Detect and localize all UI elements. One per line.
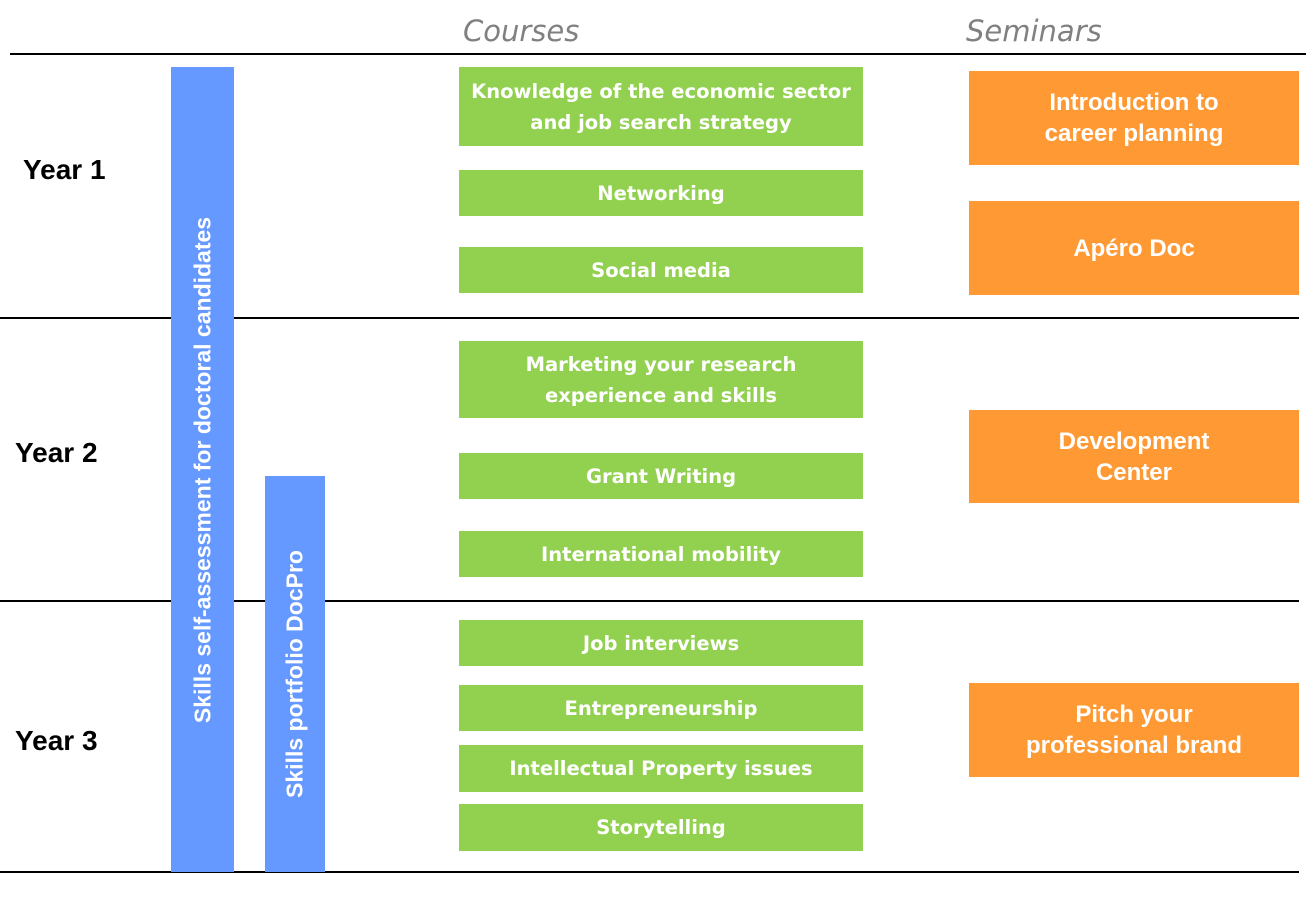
seminar-box: Pitch your professional brand — [969, 683, 1299, 777]
self-assessment-bar: Skills self-assessment for doctoral cand… — [171, 67, 234, 872]
top-divider — [10, 53, 1306, 55]
seminars-header: Seminars — [966, 14, 1102, 48]
course-box: International mobility — [459, 531, 863, 577]
year2-year3-divider — [0, 600, 1299, 602]
year-3-label: Year 3 — [15, 725, 98, 756]
bottom-divider — [0, 871, 1299, 873]
seminar-box: Apéro Doc — [969, 201, 1299, 295]
seminar-box: Introduction to career planning — [969, 71, 1299, 165]
course-box: Social media — [459, 247, 863, 293]
seminar-box: Development Center — [969, 410, 1299, 503]
portfolio-label: Skills portfolio DocPro — [281, 550, 308, 798]
courses-header: Courses — [463, 14, 580, 48]
course-box: Knowledge of the economic sector and job… — [459, 67, 863, 146]
course-box: Marketing your research experience and s… — [459, 341, 863, 418]
portfolio-bar: Skills portfolio DocPro — [265, 476, 325, 872]
course-box: Grant Writing — [459, 453, 863, 499]
year-1-label: Year 1 — [23, 154, 106, 185]
year-2-label: Year 2 — [15, 437, 98, 468]
course-box: Intellectual Property issues — [459, 745, 863, 792]
course-box: Job interviews — [459, 620, 863, 666]
course-box: Entrepreneurship — [459, 685, 863, 731]
course-box: Networking — [459, 170, 863, 216]
self-assessment-label: Skills self-assessment for doctoral cand… — [189, 216, 215, 723]
year1-year2-divider — [0, 317, 1299, 319]
course-box: Storytelling — [459, 804, 863, 851]
